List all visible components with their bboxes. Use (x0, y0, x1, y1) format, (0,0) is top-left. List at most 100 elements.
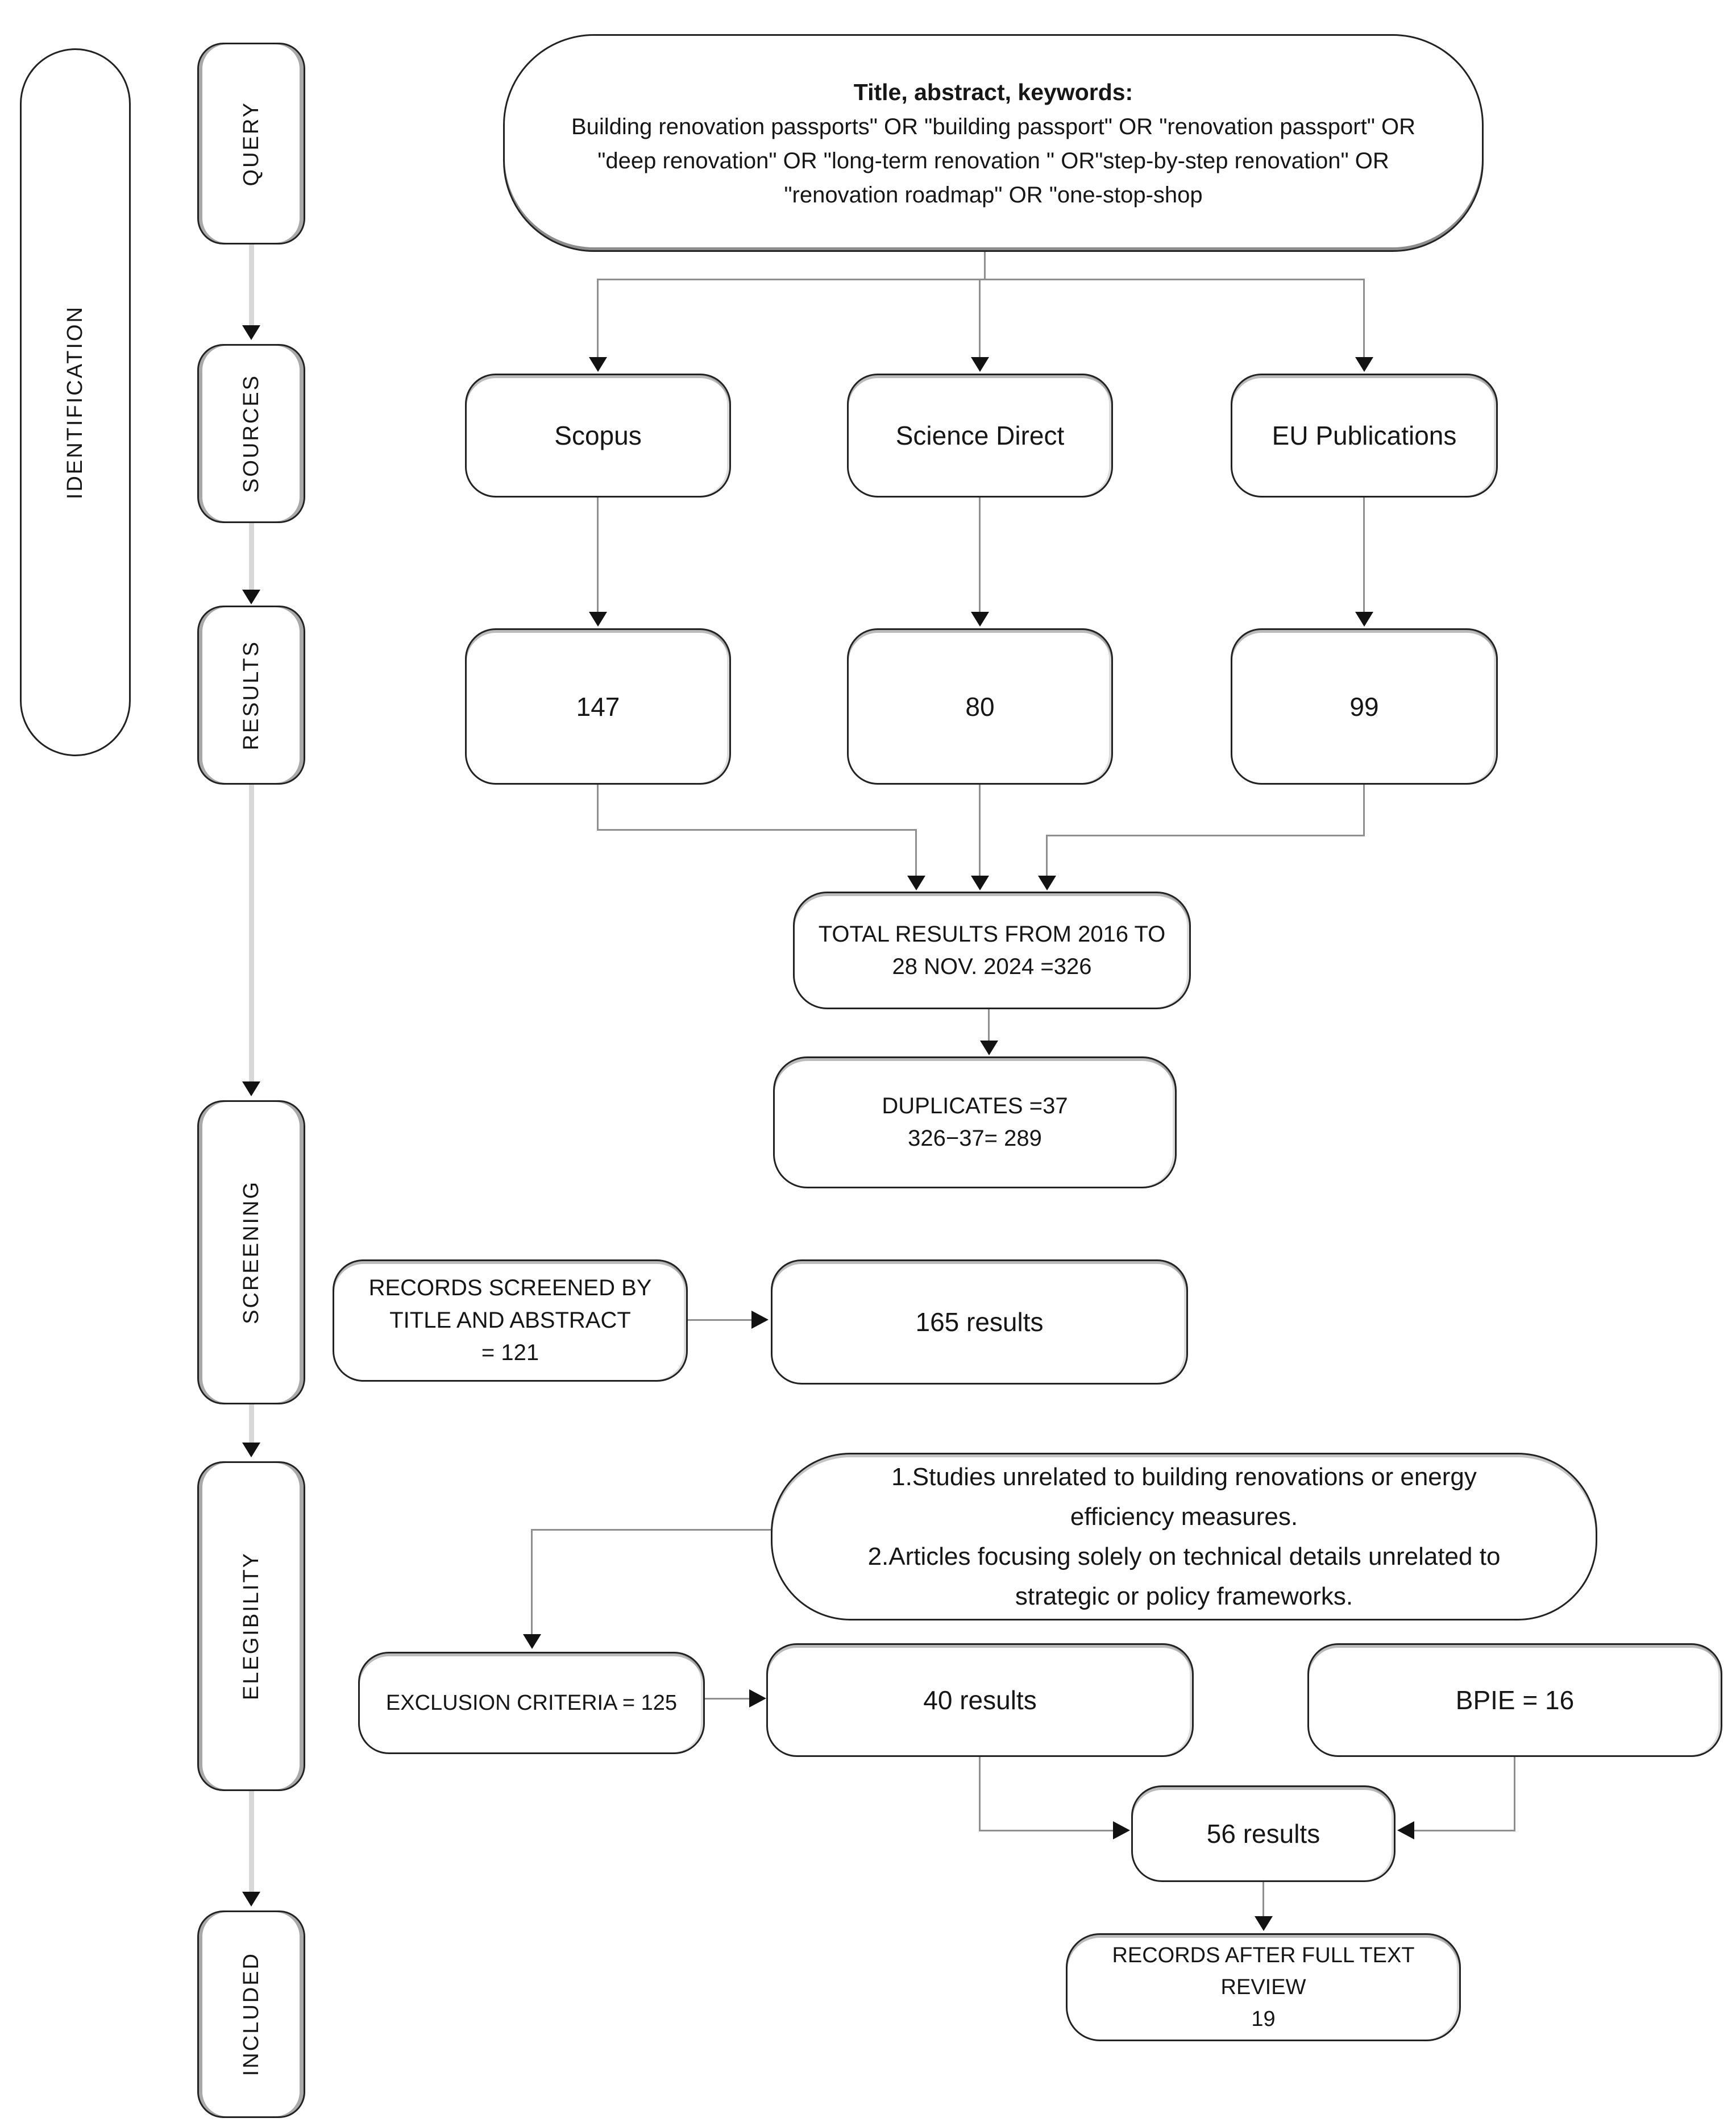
stage-sources-label: SOURCES (239, 374, 263, 493)
arrow-screening-to-elegibility (249, 1404, 254, 1443)
arrowhead-elegibility-to-included (242, 1892, 260, 1907)
connector-147-down (597, 785, 599, 830)
arrowhead-80-total (971, 876, 989, 890)
arrow-sources-to-results (249, 523, 254, 590)
connector-40-elbow (979, 1830, 1113, 1831)
connector-80-into-total (979, 785, 981, 876)
arrow-elegibility-to-included (249, 1791, 254, 1892)
exclusion-criteria-capsule: 1.Studies unrelated to building renovati… (771, 1453, 1597, 1620)
records-screened-line3: = 121 (481, 1340, 539, 1365)
connector-147-elbow (597, 829, 917, 831)
total-results-box: TOTAL RESULTS FROM 2016 TO 28 NOV. 2024 … (793, 892, 1191, 1009)
criteria-line3: 2.Articles focusing solely on technical … (867, 1542, 1501, 1570)
arrow-query-to-sources (249, 244, 254, 325)
connector-science-direct-to-count (979, 498, 981, 612)
full-text-review-line1: RECORDS AFTER FULL TEXT (1112, 1943, 1415, 1967)
source-science-direct-box: Science Direct (847, 374, 1113, 498)
arrowhead-screened-to-165 (751, 1311, 769, 1329)
arrowhead-sources-to-results (242, 590, 260, 604)
connector-criteria-elbow (531, 1529, 771, 1531)
query-terms-line2: "deep renovation" OR "long-term renovati… (597, 148, 1389, 173)
source-eu-publications-label: EU Publications (1272, 421, 1457, 450)
stage-query-label: QUERY (239, 101, 263, 186)
results-56-box: 56 results (1131, 1785, 1396, 1882)
stage-elegibility-box: ELEGIBILITY (197, 1461, 305, 1791)
arrowhead-criteria-to-exclusion (523, 1634, 541, 1649)
stage-sources-box: SOURCES (197, 344, 305, 523)
connector-screened-to-165 (688, 1319, 751, 1321)
stage-included-label: INCLUDED (239, 1952, 263, 2077)
duplicates-box: DUPLICATES =37 326−37= 289 (773, 1056, 1177, 1188)
count-eu-publications-box: 99 (1231, 628, 1498, 785)
query-terms-title: Title, abstract, keywords: (853, 78, 1133, 105)
connector-eu-to-count (1363, 498, 1365, 612)
query-terms-capsule: Title, abstract, keywords: Building reno… (503, 34, 1484, 252)
arrowhead-science-direct-to-count (971, 612, 989, 627)
criteria-line2: efficiency measures. (1070, 1502, 1298, 1531)
connector-56-to-fulltext (1262, 1882, 1264, 1916)
count-scopus-value: 147 (576, 691, 620, 722)
criteria-line1: 1.Studies unrelated to building renovati… (891, 1462, 1477, 1491)
connector-criteria-down (531, 1529, 533, 1634)
connector-40-down (979, 1757, 981, 1831)
connector-147-into-total (915, 829, 917, 876)
connector-scopus-to-count (597, 498, 599, 612)
full-text-review-line2: REVIEW (1220, 1975, 1306, 1999)
duplicates-line2: 326−37= 289 (908, 1126, 1042, 1151)
connector-to-eu-publications (1363, 279, 1365, 357)
stage-screening-box: SCREENING (197, 1100, 305, 1404)
duplicates-line1: DUPLICATES =37 (882, 1093, 1068, 1118)
connector-total-to-duplicates (988, 1009, 990, 1041)
arrowhead-eu-to-count (1355, 612, 1373, 627)
exclusion-criteria-box: EXCLUSION CRITERIA = 125 (358, 1652, 705, 1754)
query-terms-line1: Building renovation passports" OR "build… (571, 114, 1416, 139)
connector-to-science-direct (979, 279, 981, 357)
connector-bpie-down (1514, 1757, 1515, 1831)
results-40-label: 40 results (923, 1685, 1037, 1715)
arrowhead-to-eu-publications (1355, 357, 1373, 372)
results-165-box: 165 results (771, 1259, 1188, 1385)
source-scopus-label: Scopus (554, 421, 642, 450)
arrowhead-56-to-fulltext (1255, 1916, 1273, 1931)
arrowhead-results-to-screening (242, 1081, 260, 1096)
stage-results-label: RESULTS (239, 640, 263, 751)
full-text-review-line3: 19 (1251, 2007, 1276, 2031)
source-scopus-box: Scopus (465, 374, 731, 498)
count-science-direct-value: 80 (965, 691, 995, 722)
exclusion-criteria-label: EXCLUSION CRITERIA = 125 (385, 1691, 678, 1715)
arrowhead-exclusion-to-40 (749, 1689, 766, 1707)
total-results-line2: 28 NOV. 2024 =326 (892, 954, 1092, 979)
results-40-box: 40 results (766, 1643, 1194, 1757)
stage-query-box: QUERY (197, 43, 305, 244)
arrowhead-screening-to-elegibility (242, 1443, 260, 1457)
arrowhead-query-to-sources (242, 325, 260, 340)
stage-results-box: RESULTS (197, 606, 305, 785)
arrowhead-bpie-to-56 (1397, 1821, 1414, 1839)
full-text-review-box: RECORDS AFTER FULL TEXT REVIEW 19 (1066, 1933, 1461, 2041)
stage-identification-label: IDENTIFICATION (63, 305, 87, 500)
source-science-direct-label: Science Direct (895, 421, 1065, 450)
count-eu-publications-value: 99 (1349, 691, 1379, 722)
connector-distribution-horizontal (597, 279, 1364, 280)
bpie-label: BPIE = 16 (1455, 1685, 1575, 1715)
criteria-line4: strategic or policy frameworks. (1015, 1582, 1353, 1610)
connector-99-into-total (1046, 835, 1048, 876)
results-165-label: 165 results (915, 1307, 1044, 1337)
arrowhead-99-total (1038, 876, 1056, 890)
records-screened-line1: RECORDS SCREENED BY (368, 1275, 652, 1300)
total-results-line1: TOTAL RESULTS FROM 2016 TO (818, 921, 1166, 947)
connector-to-scopus (597, 279, 599, 357)
stage-included-box: INCLUDED (197, 1910, 305, 2118)
stage-identification-capsule: IDENTIFICATION (20, 48, 131, 756)
arrowhead-total-to-duplicates (980, 1041, 998, 1055)
source-eu-publications-box: EU Publications (1231, 374, 1498, 498)
arrowhead-147-total (907, 876, 925, 890)
arrowhead-40-to-56 (1113, 1821, 1130, 1839)
connector-bpie-elbow (1414, 1830, 1515, 1831)
count-scopus-box: 147 (465, 628, 731, 785)
stage-elegibility-label: ELEGIBILITY (239, 1552, 263, 1701)
bpie-box: BPIE = 16 (1307, 1643, 1722, 1757)
stage-screening-label: SCREENING (239, 1180, 263, 1324)
records-screened-box: RECORDS SCREENED BY TITLE AND ABSTRACT =… (333, 1259, 688, 1382)
